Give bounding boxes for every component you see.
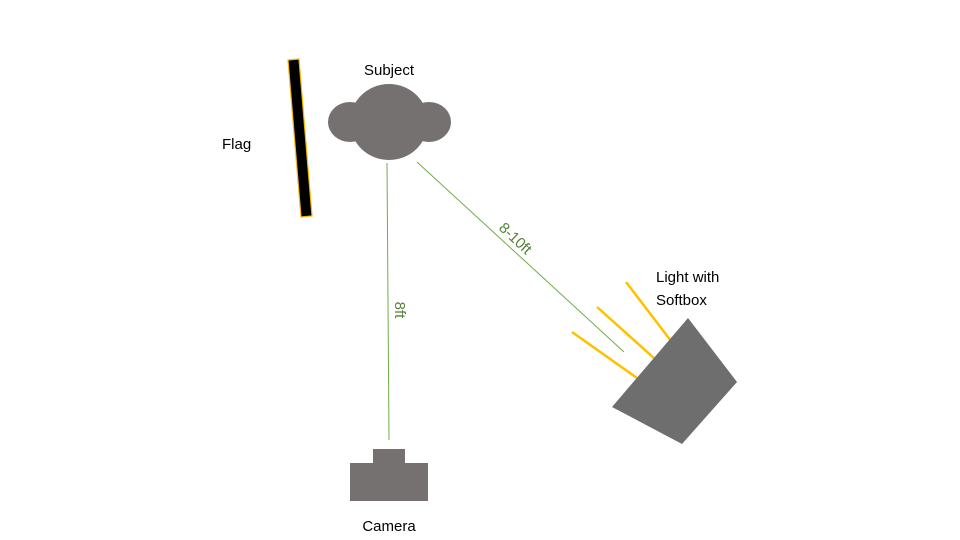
light-ray [571, 330, 638, 380]
light-label-line2: Softbox [656, 292, 707, 309]
subject-icon [328, 84, 451, 160]
flag-panel [287, 58, 313, 218]
flag-label: Flag [222, 136, 251, 153]
subject-label: Subject [364, 62, 415, 79]
camera-distance-label: 8ft [391, 302, 408, 320]
light-to-subject-line [416, 161, 625, 353]
light-ray [596, 306, 656, 360]
camera-icon [350, 449, 428, 501]
light-ray [625, 281, 672, 342]
light-label-line1: Light with [656, 269, 719, 286]
softbox-light-icon [612, 318, 737, 444]
camera-label: Camera [362, 518, 416, 535]
light-rays [571, 281, 672, 380]
camera-to-subject-line [386, 162, 390, 441]
